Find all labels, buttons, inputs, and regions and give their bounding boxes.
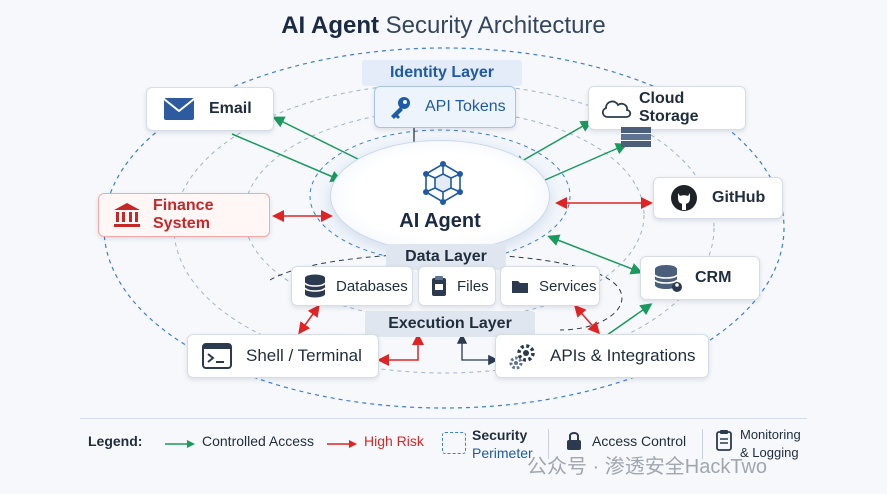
services-label: Services [539,277,597,295]
folder-icon [511,278,529,294]
api-tokens-label: API Tokens [425,98,506,115]
database-icon [304,274,326,298]
arrow-cloud [512,120,593,167]
cloud-icon [599,96,633,120]
services-card[interactable]: Services [500,266,600,306]
legend-green-arrow-icon [165,440,195,448]
legend: Legend: Controlled Access High Risk Secu… [80,418,807,468]
apis-integrations-label: APIs & Integrations [550,346,696,365]
legend-perimeter-icon [442,432,466,454]
finance-system-label: Finance System [153,197,214,232]
arrow-email-2 [231,133,343,182]
key-icon [387,94,413,120]
email-label: Email [209,100,252,117]
legend-divider-2 [702,429,703,459]
arrow-exec-apis [456,333,499,366]
legend-divider [548,429,549,459]
title-rest: Security Architecture [385,12,606,39]
identity-layer-label: Identity Layer [362,60,522,86]
legend-access-control: Access Control [592,433,687,449]
ai-agent-core [330,140,550,252]
legend-logging: & Logging [740,445,799,460]
gears-icon [508,342,538,370]
shell-terminal-card[interactable]: Shell / Terminal [187,334,379,378]
email-card[interactable]: Email [146,87,274,131]
shell-terminal-label: Shell / Terminal [246,346,362,365]
arrow-email [272,116,373,167]
clipboard-icon [431,275,447,297]
github-icon [670,184,698,212]
legend-controlled: Controlled Access [202,433,315,449]
terminal-icon [202,343,232,369]
arrow-cloud-2 [544,143,628,181]
clipboard-log-icon [716,430,732,451]
agent-network-icon [423,161,463,205]
ai-agent-label: AI Agent [399,210,481,232]
legend-security: Security [472,427,528,443]
arrow-shell-db [298,304,320,335]
finance-system-card[interactable]: Finance System [98,193,270,237]
diagram-title: AI Agent Security Architecture [0,12,887,40]
execution-layer-label: Execution Layer [365,311,535,337]
legend-monitoring: Monitoring [740,427,801,442]
files-label: Files [457,277,489,295]
watermark: 公众号 · 渗透安全HackTwo [527,456,768,478]
files-card[interactable]: Files [418,266,496,306]
arrow-shell-exec [377,333,424,366]
api-tokens-card[interactable]: API Tokens [374,86,516,128]
envelope-icon [163,97,195,121]
legend-perimeter: Perimeter [472,445,533,461]
apis-integrations-card[interactable]: APIs & Integrations [495,334,709,378]
crm-label: CRM [695,269,732,286]
legend-high-risk: High Risk [364,433,424,449]
crm-database-icon [653,263,683,293]
github-card[interactable]: GitHub [653,177,783,219]
crm-card[interactable]: CRM [640,256,760,300]
arrow-services-apis [574,304,600,335]
databases-card[interactable]: Databases [291,266,413,306]
storage-server-icon [621,127,651,147]
legend-title: Legend: [88,433,143,449]
cloud-storage-label: Cloud Storage [639,90,699,125]
legend-red-arrow-icon [327,440,357,448]
arrow-crm [547,234,643,275]
bank-icon [113,202,141,228]
data-layer-label: Data Layer [386,244,506,270]
title-bold: AI Agent [281,12,379,39]
lock-icon [567,432,581,450]
cloud-storage-card[interactable]: Cloud Storage [588,86,746,130]
databases-label: Databases [336,277,408,295]
github-label: GitHub [712,189,766,206]
